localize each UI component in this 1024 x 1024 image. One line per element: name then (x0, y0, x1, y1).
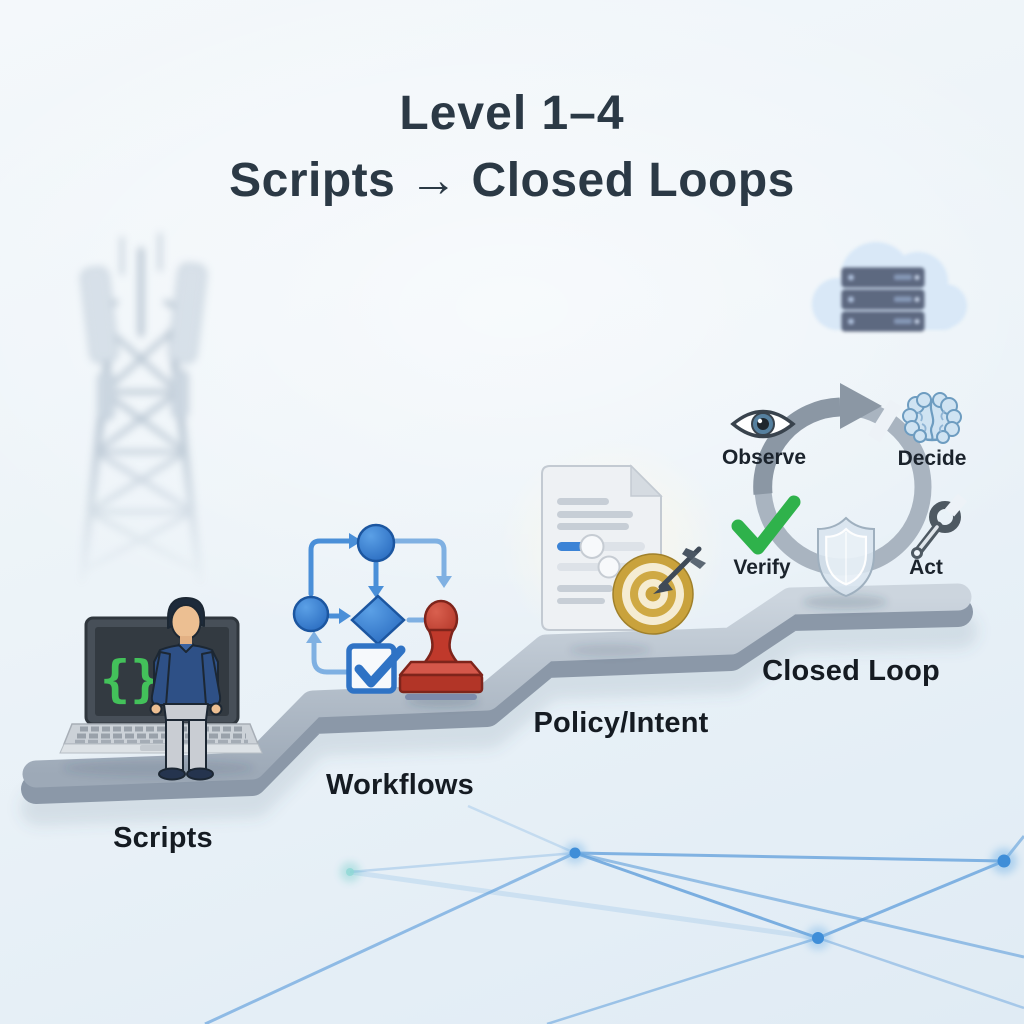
server-rack (841, 267, 925, 332)
title-line-2: Scripts → Closed Loops (229, 154, 795, 207)
flow-node-circle (292, 595, 330, 633)
eye-icon (730, 409, 796, 439)
person-icon (149, 597, 223, 781)
cell-tower-icon (36, 222, 256, 612)
step-label-workflows: Workflows (326, 769, 474, 801)
stamp-icon (398, 599, 484, 700)
checkbox-icon (346, 643, 406, 694)
title-line-1: Level 1–4 (399, 87, 625, 140)
cloud-server-icon (790, 226, 975, 351)
flow-node-circle (356, 523, 396, 563)
loop-ring-icon (730, 383, 968, 598)
page-title: Level 1–4 Scripts → Closed Loops (0, 86, 1024, 208)
slider-control (557, 534, 645, 559)
arrow-in-target (653, 546, 706, 594)
checkmark-icon (731, 495, 801, 555)
step-label-scripts: Scripts (113, 822, 213, 854)
step-label-closed-loop: Closed Loop (762, 655, 940, 687)
mesh-node (340, 842, 1017, 950)
target-icon (612, 546, 706, 635)
loop-label-decide: Decide (897, 447, 967, 470)
wrench-icon (911, 493, 968, 559)
code-braces-text: {} (100, 650, 160, 708)
flowchart-icon (292, 523, 452, 694)
loop-label-act: Act (909, 556, 943, 579)
shield-icon (817, 516, 875, 598)
loop-label-verify: Verify (733, 556, 791, 579)
loop-label-observe: Observe (721, 446, 807, 469)
step-label-policy-intent: Policy/Intent (533, 707, 709, 739)
brain-icon (902, 392, 962, 444)
